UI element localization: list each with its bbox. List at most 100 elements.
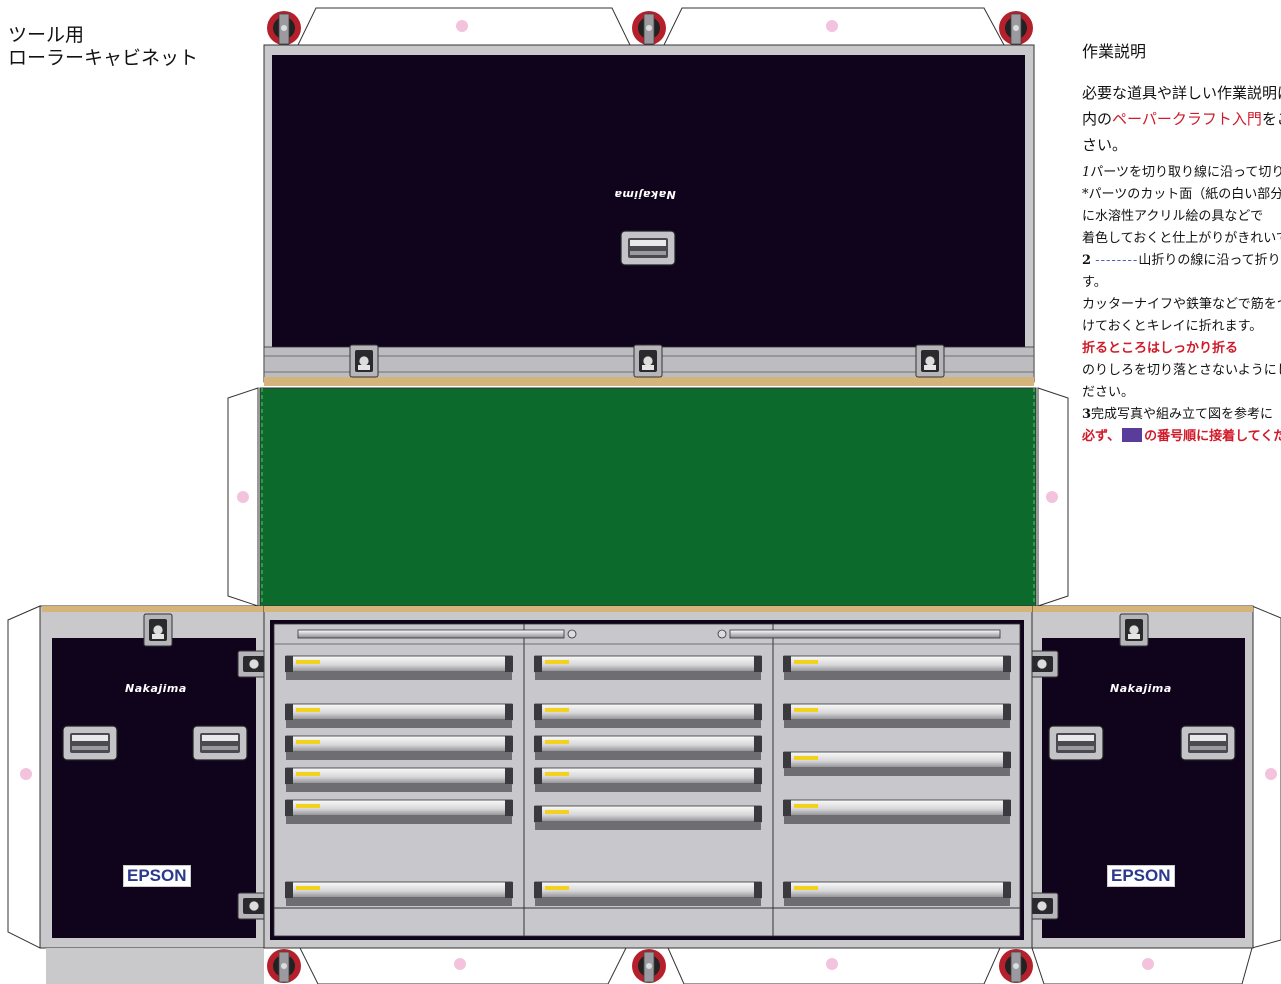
glue-dot (20, 768, 32, 780)
drawer-shadow (286, 898, 512, 906)
drawer-end-cap (505, 736, 513, 752)
latch-icon (915, 344, 945, 378)
drawer-shadow (535, 784, 761, 792)
instructions-heading: 作業説明 (1082, 42, 1147, 61)
drawer-shadow (784, 672, 1010, 680)
glue-dot (454, 958, 466, 970)
drawer-shadow (286, 672, 512, 680)
left-epson-logo: EPSON (123, 865, 191, 887)
left-side-panel (7, 605, 265, 984)
drawer-shadow (286, 784, 512, 792)
drawer-end-cap (783, 800, 791, 816)
drawer-label (794, 756, 818, 760)
step3-text: 3完成写真や組み立て図を参考に (1082, 404, 1281, 426)
lead-line1: 必要な道具や詳しい作業説明は、 (1082, 84, 1281, 102)
drawer-shadow (286, 752, 512, 760)
title-line2: ローラーキャビネット (8, 47, 199, 69)
drawer-shadow (535, 672, 761, 680)
drawer-label (545, 708, 569, 712)
instructions-steps: 1パーツを切り取り線に沿って切り抜きます。 *パーツのカット面（紙の白い部分） … (1082, 162, 1281, 448)
drawer-shadow (535, 752, 761, 760)
top-tabs (297, 7, 1005, 46)
side-handle-icon (192, 725, 248, 761)
drawer-shadow (784, 898, 1010, 906)
number-swatch-icon (1122, 428, 1143, 442)
lead-line3: さい。 (1082, 136, 1128, 154)
drawer-end-cap (285, 736, 293, 752)
step3-warning: 必ず、の番号順に接着してください。 (1082, 426, 1281, 448)
drawer-shadow (535, 720, 761, 728)
glue-dot (237, 491, 249, 503)
drawer-label (296, 772, 320, 776)
lead-line2: 内のペーパークラフト入門をご覧くだ (1082, 106, 1281, 132)
drawer-end-cap (534, 656, 542, 672)
drawer-shadow (784, 720, 1010, 728)
drawer-end-cap (505, 656, 513, 672)
step1-note3: 着色しておくと仕上がりがきれいです。 (1082, 231, 1281, 246)
drawer-end-cap (285, 656, 293, 672)
drawer-end-cap (285, 768, 293, 784)
page-title: ツール用 ローラーキャビネット (8, 24, 198, 70)
drawer-end-cap (783, 656, 791, 672)
drawer-shadow (784, 768, 1010, 776)
glue-dot (1046, 491, 1058, 503)
caster-wheel-icon (266, 10, 302, 46)
drawer-end-cap (754, 656, 762, 672)
drawer-end-cap (1003, 882, 1011, 898)
drawer-shadow (286, 720, 512, 728)
drawer-label (545, 660, 569, 664)
latch-icon (349, 344, 379, 378)
drawer-end-cap (754, 806, 762, 822)
step1-note1: *パーツのカット面（紙の白い部分） (1082, 187, 1281, 202)
drawer-end-cap (754, 704, 762, 720)
side-handle-icon (1048, 725, 1104, 761)
drawer-shadow (535, 898, 761, 906)
latch-icon (1119, 613, 1149, 647)
side-handle-icon (62, 725, 118, 761)
back-panel (227, 387, 1069, 607)
drawer-label (296, 708, 320, 712)
papercraft-intro-link[interactable]: ペーパークラフト入門 (1112, 110, 1262, 128)
step1-body: パーツを切り取り線に沿って切り抜きます。 (1090, 165, 1281, 180)
glue-dot (826, 958, 838, 970)
caster-wheel-icon (631, 948, 667, 984)
drawer-end-cap (285, 704, 293, 720)
drawer-label (794, 660, 818, 664)
step1-number: 1 (1082, 165, 1091, 180)
step2-text: 2 --------山折りの線に沿って折りま (1082, 250, 1281, 272)
step2-warning: 折るところはしっかり折る (1082, 341, 1239, 356)
caster-wheel-icon (266, 948, 302, 984)
right-side-panel (1031, 605, 1281, 949)
drawer-end-cap (783, 882, 791, 898)
drawer-label (545, 886, 569, 890)
caster-wheel-icon (998, 10, 1034, 46)
lead-line2-prefix: 内の (1082, 110, 1113, 128)
drawer-label (296, 886, 320, 890)
drawer-end-cap (534, 768, 542, 784)
drawer-label (545, 810, 569, 814)
drawer-end-cap (505, 704, 513, 720)
lid-handle-icon (620, 230, 676, 266)
drawer-label (794, 804, 818, 808)
drawer-end-cap (534, 704, 542, 720)
drawer-end-cap (505, 882, 513, 898)
drawer-end-cap (1003, 656, 1011, 672)
caster-wheel-icon (631, 10, 667, 46)
bottom-tabs (299, 947, 1253, 984)
lid-brand-text: Nakajima (614, 188, 676, 201)
drawer-fronts (285, 655, 1011, 906)
drawer-label (296, 740, 320, 744)
left-brand-text: Nakajima (125, 682, 187, 695)
latch-icon (633, 344, 663, 378)
title-line1: ツール用 (8, 24, 85, 46)
drawer-end-cap (505, 800, 513, 816)
drawer-end-cap (534, 736, 542, 752)
step2-note4: ださい。 (1082, 385, 1135, 400)
glue-dot (826, 20, 838, 32)
drawer-end-cap (783, 752, 791, 768)
drawer-label (794, 886, 818, 890)
glue-dot (1142, 958, 1154, 970)
lid-panel (263, 44, 1035, 386)
step3-number: 3 (1082, 407, 1092, 422)
